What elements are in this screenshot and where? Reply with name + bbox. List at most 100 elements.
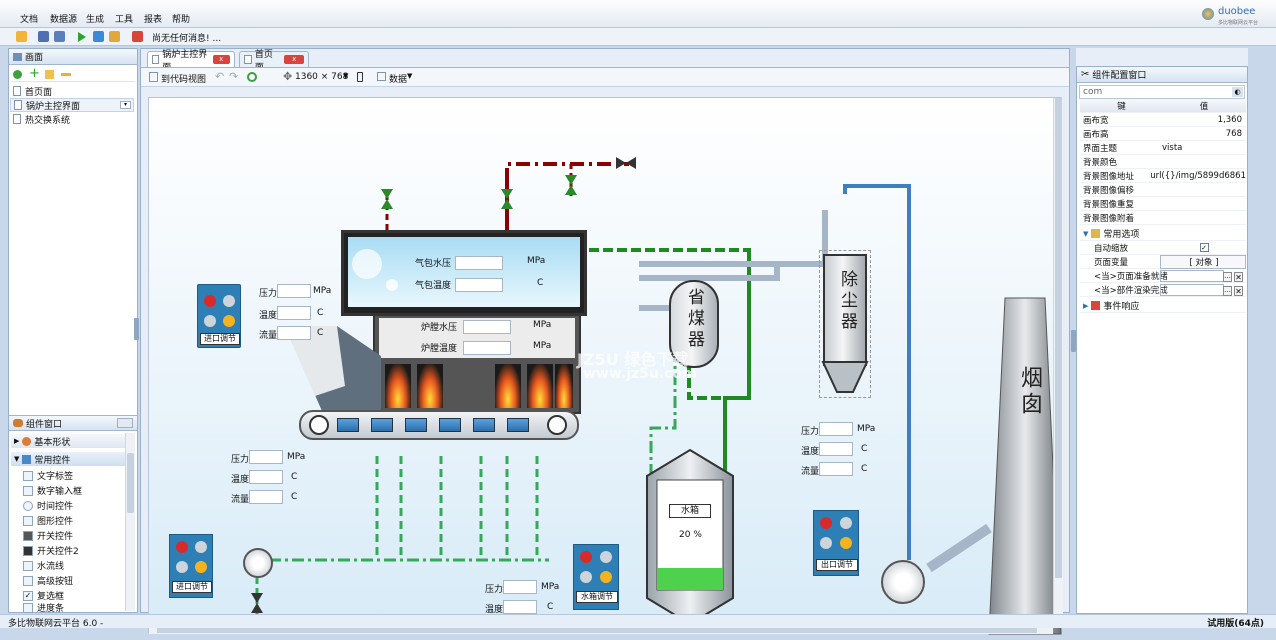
scroll-thumb[interactable] xyxy=(1055,98,1062,578)
scroll-thumb[interactable] xyxy=(157,626,1037,633)
remove-icon[interactable] xyxy=(61,73,71,76)
tab-boiler[interactable]: 锅炉主控界面x xyxy=(147,50,235,73)
tab-close-icon[interactable]: x xyxy=(212,55,230,64)
valve-icon[interactable] xyxy=(615,156,637,170)
tab-close-icon[interactable]: x xyxy=(284,55,304,64)
edit-icon[interactable] xyxy=(45,70,54,79)
property-search-input[interactable]: com ◐ xyxy=(1079,85,1245,99)
left-splitter-handle[interactable] xyxy=(134,318,139,340)
valve-icon[interactable] xyxy=(564,174,578,196)
flow-field[interactable] xyxy=(819,462,853,476)
tree-item-boiler[interactable]: 锅炉主控界面▾ xyxy=(10,98,134,112)
temperature-field[interactable] xyxy=(277,306,311,320)
component-time[interactable]: 时间控件 xyxy=(23,498,127,513)
menu-help[interactable]: 帮助 xyxy=(172,15,191,25)
code-view-button[interactable]: 到代码视图 xyxy=(161,75,207,85)
tree-item-home[interactable]: 首页面 xyxy=(10,84,134,98)
page-ready-field[interactable] xyxy=(1160,269,1224,282)
component-progress[interactable]: 进度条 xyxy=(23,602,127,614)
ellipsis-button[interactable]: ... xyxy=(1223,272,1232,282)
save-all-icon[interactable] xyxy=(54,31,65,42)
canvas-v-scrollbar[interactable] xyxy=(1053,98,1063,624)
device-icon[interactable] xyxy=(357,72,363,82)
group-common-controls[interactable]: ▼ 常用控件 xyxy=(11,452,125,466)
component-number-input[interactable]: 数字输入框 xyxy=(23,483,127,498)
page-var-button[interactable]: [ 对象 ] xyxy=(1160,254,1246,269)
lock-icon[interactable] xyxy=(109,31,120,42)
open-folder-icon[interactable] xyxy=(16,31,27,42)
refresh-icon[interactable] xyxy=(247,72,257,82)
pump-icon[interactable] xyxy=(243,548,273,578)
component-switch[interactable]: 开关控件 xyxy=(23,528,127,543)
drum-temp-field[interactable] xyxy=(455,278,503,292)
add-icon[interactable]: + xyxy=(29,66,40,81)
valve-icon[interactable] xyxy=(500,188,514,210)
property-row[interactable]: 背景颜色 xyxy=(1080,155,1246,169)
clear-icon[interactable]: ✕ xyxy=(1234,272,1243,282)
scroll-thumb[interactable] xyxy=(127,453,134,513)
drum-pressure-field[interactable] xyxy=(455,256,503,270)
refresh-icon[interactable] xyxy=(13,70,22,79)
comp-done-field[interactable] xyxy=(1160,283,1224,296)
flow-field[interactable] xyxy=(277,326,311,340)
auto-scale-checkbox[interactable]: ✓ xyxy=(1199,242,1209,252)
save-icon[interactable] xyxy=(38,31,49,42)
furnace-temp-field[interactable] xyxy=(463,341,511,355)
redo-icon[interactable]: ↷ xyxy=(229,70,239,83)
component-checkbox[interactable]: ✓复选框 xyxy=(23,588,127,603)
right-splitter-handle[interactable] xyxy=(1071,330,1076,352)
menu-report[interactable]: 报表 xyxy=(144,15,163,25)
dropdown-icon[interactable]: ▾ xyxy=(120,101,131,109)
run-icon[interactable] xyxy=(78,32,86,42)
group-basic-shapes[interactable]: ▶ 基本形状 xyxy=(11,434,125,448)
component-graphic[interactable]: 图形控件 xyxy=(23,513,127,528)
component-switch2[interactable]: 开关控件2 xyxy=(23,543,127,558)
temperature-field[interactable] xyxy=(503,600,537,614)
tab-home[interactable]: 首页面x xyxy=(239,50,309,73)
search-icon[interactable]: ◐ xyxy=(1232,87,1243,97)
property-row[interactable]: 背景图像重复 xyxy=(1080,197,1246,211)
flow-field[interactable] xyxy=(249,490,283,504)
outlet-control-box[interactable]: 出口调节 xyxy=(813,510,859,576)
menu-generate[interactable]: 生成 xyxy=(86,15,105,25)
section-events[interactable]: ▶事件响应 xyxy=(1080,299,1246,313)
dropdown-arrow-icon[interactable]: ▼ xyxy=(343,72,349,80)
valve-icon[interactable] xyxy=(380,188,394,210)
resolution-select[interactable]: 1360 × 768 xyxy=(295,72,349,82)
valve-icon[interactable] xyxy=(250,592,264,614)
menu-tools[interactable]: 工具 xyxy=(115,15,134,25)
fan-icon[interactable] xyxy=(881,560,925,604)
temperature-field[interactable] xyxy=(249,470,283,484)
component-text-label[interactable]: 文字标签 xyxy=(23,468,127,483)
component-advanced-button[interactable]: 高级按钮 xyxy=(23,573,127,588)
menu-document[interactable]: 文档 xyxy=(20,15,39,25)
component-scrollbar[interactable] xyxy=(125,433,135,611)
property-row[interactable]: 背景图像附着 xyxy=(1080,211,1246,225)
tree-item-heat-exchange[interactable]: 热交换系统 xyxy=(10,112,134,126)
undo-icon[interactable]: ↶ xyxy=(215,70,225,83)
ellipsis-button[interactable]: ... xyxy=(1223,286,1232,296)
inlet-control-box-2[interactable]: 进口调节 xyxy=(169,534,213,598)
dust-collector-selection[interactable] xyxy=(819,250,871,398)
property-row[interactable]: 背景图像偏移 xyxy=(1080,183,1246,197)
component-waterflow[interactable]: 水流线 xyxy=(23,558,127,573)
pressure-field[interactable] xyxy=(249,450,283,464)
menu-datasource[interactable]: 数据源 xyxy=(50,15,78,25)
pressure-field[interactable] xyxy=(503,580,537,594)
clear-icon[interactable]: ✕ xyxy=(1234,286,1243,296)
design-canvas[interactable]: 气包水压 MPa 气包温度 C 炉膛水压 MPa 炉膛温度 MPa xyxy=(148,97,1063,635)
temperature-field[interactable] xyxy=(819,442,853,456)
furnace-pressure-field[interactable] xyxy=(463,320,511,334)
inlet-control-box[interactable]: 进口调节 xyxy=(197,284,241,348)
panel-toggle-button[interactable] xyxy=(117,418,133,428)
pressure-field[interactable] xyxy=(819,422,853,436)
pressure-field[interactable] xyxy=(277,284,311,298)
dropdown-arrow-icon[interactable]: ▼ xyxy=(407,72,413,80)
tank-control-box[interactable]: 水箱调节 xyxy=(573,544,619,610)
section-common-options[interactable]: ▼常用选项 xyxy=(1080,227,1246,241)
publish-icon[interactable] xyxy=(93,31,104,42)
